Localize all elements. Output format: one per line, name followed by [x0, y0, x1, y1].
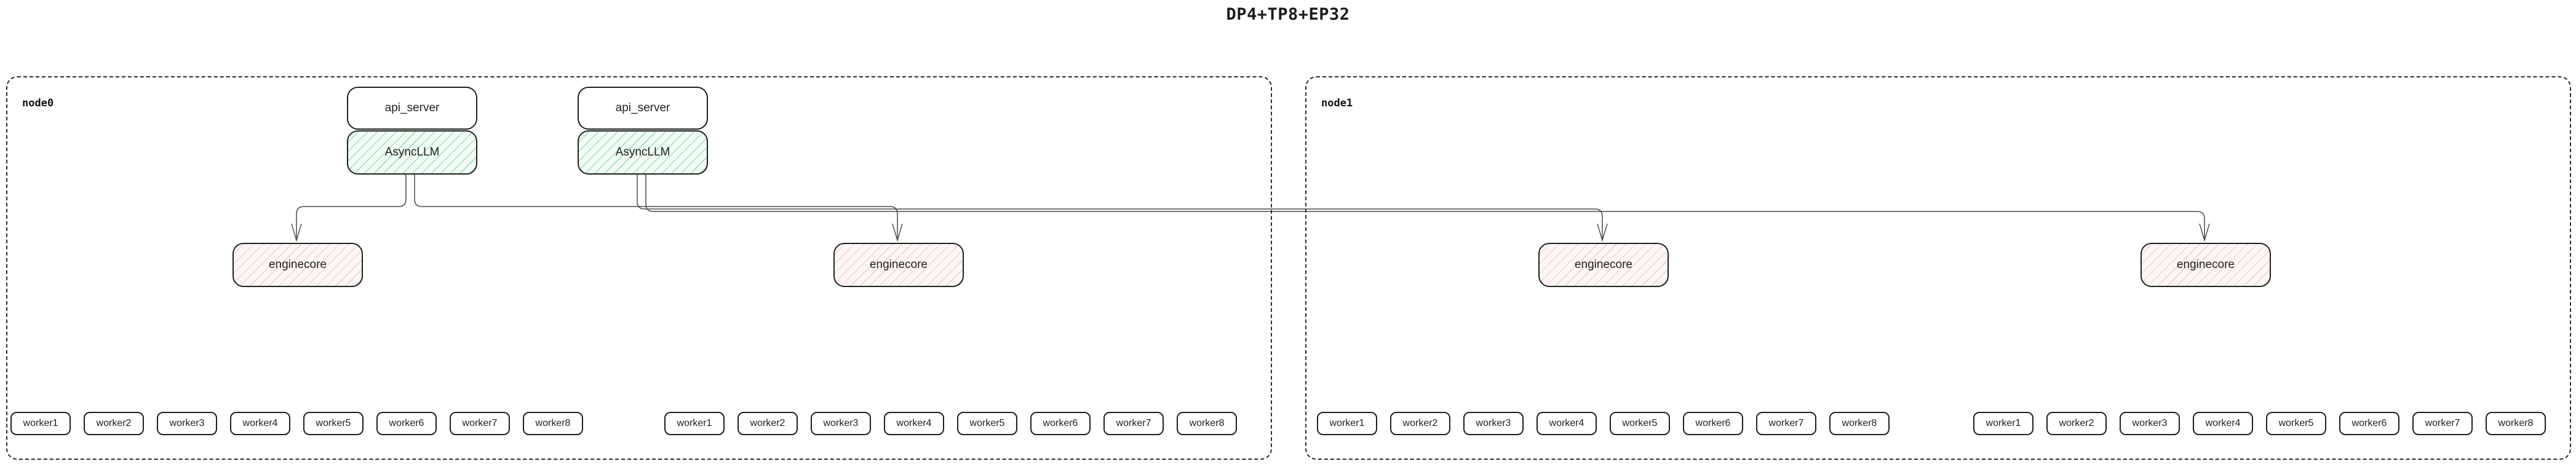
- worker-box: worker1: [10, 412, 71, 435]
- worker-box: worker2: [737, 412, 798, 435]
- node1-group: node1 enginecore enginecore worker1 work…: [1305, 76, 2571, 460]
- worker-box: worker3: [1463, 412, 1524, 435]
- node1-label: node1: [1321, 97, 1353, 109]
- worker-box: worker2: [84, 412, 144, 435]
- worker-box: worker2: [1390, 412, 1450, 435]
- worker-box: worker8: [1829, 412, 1890, 435]
- worker-box: worker2: [2046, 412, 2107, 435]
- worker-box: worker4: [230, 412, 290, 435]
- worker-box: worker7: [1756, 412, 1816, 435]
- worker-box: worker8: [523, 412, 583, 435]
- worker-box: worker5: [303, 412, 364, 435]
- enginecore-box-1: enginecore: [233, 243, 363, 287]
- node0-label: node0: [22, 97, 54, 109]
- worker-box: worker4: [2193, 412, 2253, 435]
- worker-box: worker4: [1536, 412, 1597, 435]
- api-server-box-1: api_server: [347, 87, 477, 130]
- worker-box: worker1: [1973, 412, 2033, 435]
- worker-box: worker8: [2486, 412, 2546, 435]
- worker-box: worker6: [376, 412, 437, 435]
- diagram-title: DP4+TP8+EP32: [1226, 5, 1350, 24]
- worker-box: worker7: [450, 412, 510, 435]
- worker-box: worker3: [2120, 412, 2180, 435]
- worker-box: worker1: [664, 412, 725, 435]
- worker-box: worker7: [2412, 412, 2473, 435]
- worker-box: worker5: [2266, 412, 2326, 435]
- enginecore-box-2: enginecore: [833, 243, 964, 287]
- worker-box: worker8: [1177, 412, 1237, 435]
- worker-box: worker6: [2339, 412, 2399, 435]
- asyncllm-box-1: AsyncLLM: [347, 130, 477, 175]
- worker-box: worker1: [1317, 412, 1377, 435]
- worker-box: worker3: [157, 412, 217, 435]
- node0-group: node0 api_server AsyncLLM api_server Asy…: [6, 76, 1272, 460]
- worker-box: worker5: [957, 412, 1017, 435]
- asyncllm-box-2: AsyncLLM: [578, 130, 708, 175]
- worker-box: worker4: [884, 412, 944, 435]
- api-server-box-2: api_server: [578, 87, 708, 130]
- enginecore-box-3: enginecore: [1538, 243, 1669, 287]
- worker-box: worker7: [1103, 412, 1164, 435]
- worker-box: worker3: [811, 412, 871, 435]
- worker-box: worker5: [1610, 412, 1670, 435]
- worker-box: worker6: [1030, 412, 1091, 435]
- worker-box: worker6: [1683, 412, 1743, 435]
- enginecore-box-4: enginecore: [2141, 243, 2271, 287]
